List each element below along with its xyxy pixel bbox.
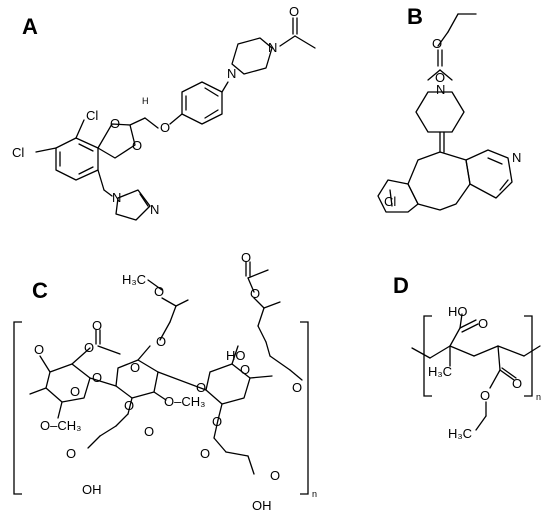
d-ester-carbonyl-oxygen: O xyxy=(512,376,522,391)
c-acetyl-oxygen-right-2: O xyxy=(250,286,260,301)
panel-d-label: D xyxy=(393,273,409,298)
c-link-oxygen-1: O xyxy=(92,370,102,385)
panel-c-label: C xyxy=(32,278,48,303)
panel-a-label: A xyxy=(22,14,38,39)
panel-b: B O O N N Cl xyxy=(377,4,521,213)
c-ring1-oxygen: O xyxy=(70,384,80,399)
a-dioxolane-oxygen-top: O xyxy=(110,116,120,131)
b-pyridine-n: N xyxy=(512,150,521,165)
d-methyl: H₃C xyxy=(428,364,452,379)
c-succinate-1-oxygen: O xyxy=(124,398,134,413)
c-succinate-1-carbonyl: O xyxy=(144,424,154,439)
c-ring2-oxygen: O xyxy=(130,360,140,375)
b-chlorine: Cl xyxy=(384,194,396,209)
a-imidazole-n1: N xyxy=(112,190,121,205)
a-ether-oxygen: O xyxy=(160,120,170,135)
d-ester-oxygen: O xyxy=(480,388,490,403)
b-ester-oxygen: O xyxy=(432,36,442,51)
c-succinate-2-carbonyl-2: O xyxy=(270,468,280,483)
d-hydroxyl: HO xyxy=(448,304,468,319)
c-succinate-1-carbonyl-2: O xyxy=(66,446,76,461)
panel-c: C n xyxy=(13,250,317,513)
b-piperidine-n: N xyxy=(436,82,445,97)
c-succinate-2-carbonyl: O xyxy=(200,446,210,461)
a-stereo-h: H xyxy=(142,96,149,106)
c-ring3-oxygen: O xyxy=(240,362,250,377)
a-ketone-oxygen: O xyxy=(289,4,299,19)
a-dioxolane-oxygen-right: O xyxy=(132,138,142,153)
c-methoxy-oxygen-left: O xyxy=(34,342,44,357)
c-h3c-top: H₃C xyxy=(122,272,146,287)
c-oxygen-top-2: O xyxy=(156,334,166,349)
c-methoxy-bottom: O–CH₃ xyxy=(40,418,81,433)
c-acetyl-oxygen-left-2: O xyxy=(84,340,94,355)
c-hydroxyl: HO xyxy=(226,348,246,363)
panel-d: D n HO O H₃C O O H₃C xyxy=(393,273,541,441)
c-succinate-2-hydroxyl: OH xyxy=(252,498,272,513)
d-ethyl-methyl: H₃C xyxy=(448,426,472,441)
panel-a: A O N N O O O H xyxy=(12,4,316,221)
c-succinate-1-hydroxyl: OH xyxy=(82,482,102,497)
panel-b-label: B xyxy=(407,4,423,29)
c-subscript-n: n xyxy=(312,489,317,499)
a-piperazine-n-top: N xyxy=(268,40,277,55)
c-oxygen-top: O xyxy=(154,284,164,299)
c-acetyl-oxygen-left: O xyxy=(92,318,102,333)
c-succinate-2-oxygen: O xyxy=(212,414,222,429)
c-link-oxygen-2: O xyxy=(196,380,206,395)
c-methoxy-mid: O–CH₃ xyxy=(164,394,205,409)
a-chlorine-left: Cl xyxy=(12,145,24,160)
a-chlorine-top: Cl xyxy=(86,108,98,123)
d-acid-oxygen: O xyxy=(478,316,488,331)
a-imidazole-n3: N xyxy=(150,202,159,217)
d-subscript-n: n xyxy=(536,392,541,402)
c-end-oxygen: O xyxy=(292,380,302,395)
a-piperazine-n-bottom: N xyxy=(227,66,236,81)
c-acetyl-oxygen-right: O xyxy=(241,250,251,265)
b-carbonyl-oxygen: O xyxy=(435,70,445,85)
